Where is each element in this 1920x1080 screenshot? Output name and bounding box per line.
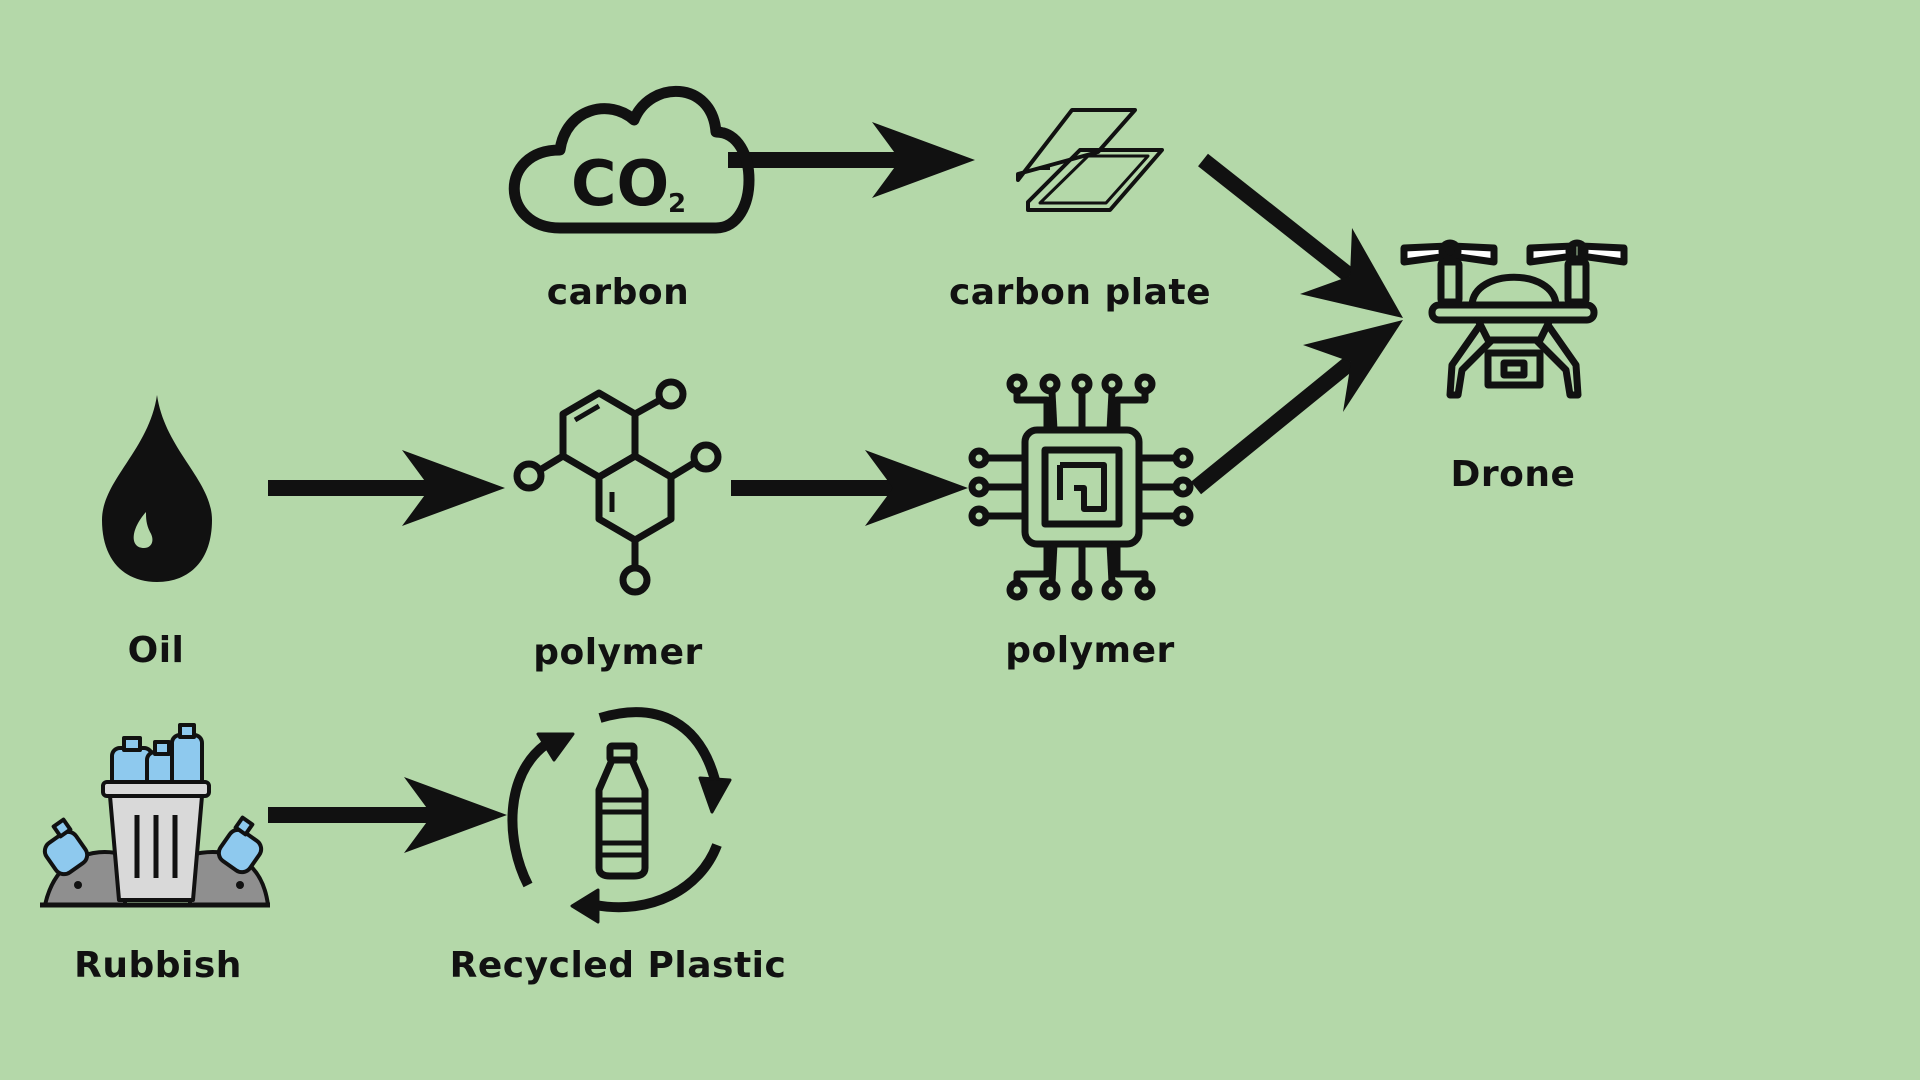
oil-label: Oil: [127, 630, 185, 671]
carbon-plate-icon: [1016, 108, 1164, 212]
drone-label: Drone: [1450, 454, 1576, 495]
molecule-icon: [513, 378, 722, 596]
recycle-bottle-icon: [507, 707, 732, 924]
chip-icon: [968, 373, 1194, 601]
arrow-carbon-to-carbon-plate: [728, 122, 975, 198]
svg-text:CO: CO: [571, 147, 669, 220]
arrow-carbon-plate-to-drone: [1198, 153, 1403, 318]
carbon-plate-label: carbon plate: [948, 272, 1212, 313]
rubbish-bin-icon: [40, 723, 270, 908]
recycled-plastic-label: Recycled Plastic: [449, 945, 787, 986]
svg-text:2: 2: [668, 189, 686, 219]
co2-cloud-icon: CO 2: [508, 85, 755, 234]
polymer-chip-label: polymer: [1005, 630, 1175, 671]
arrow-rubbish-to-recycled-plastic: [268, 777, 507, 853]
carbon-label: carbon: [546, 272, 690, 313]
arrow-polymer-to-chip: [731, 450, 968, 526]
arrow-chip-to-drone: [1190, 320, 1403, 495]
polymer-molecule-label: polymer: [533, 632, 703, 673]
oil-drop-icon: [102, 395, 212, 582]
arrow-oil-to-polymer: [268, 450, 505, 526]
rubbish-label: Rubbish: [74, 945, 242, 986]
drone-icon: [1400, 239, 1628, 399]
